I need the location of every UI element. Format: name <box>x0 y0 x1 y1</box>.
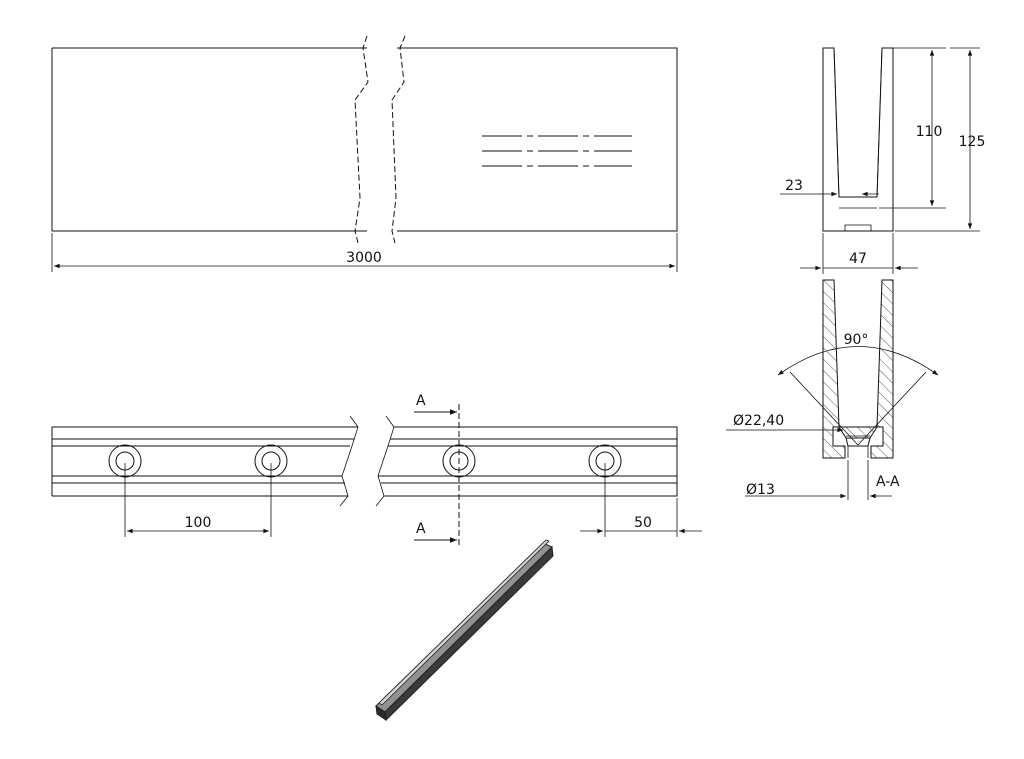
top-view-right-outline <box>384 426 678 497</box>
angle-arc <box>777 346 939 376</box>
dimension-height-inner-label: 110 <box>916 124 943 140</box>
section-marker-bottom: A <box>416 521 426 537</box>
angle-leg-left <box>789 371 859 446</box>
side-view-inner-edge <box>833 47 840 198</box>
diameter-symbol: Ø <box>733 413 744 429</box>
counterbore-value: 22,40 <box>744 413 784 429</box>
break-line-right <box>375 415 395 507</box>
dimension-length-label: 3000 <box>346 250 382 266</box>
dimension-height-total-label: 125 <box>959 134 986 150</box>
dimension-pitch-label: 100 <box>185 515 212 531</box>
break-line-left <box>339 415 359 507</box>
dimension-hole-label: Ø13 <box>746 482 775 498</box>
isometric-view <box>375 539 554 722</box>
break-line-right <box>391 35 406 244</box>
side-view-outline <box>822 47 894 232</box>
front-view-left-outline <box>51 48 367 232</box>
section-view: 90° Ø22,40 Ø13 A-A <box>726 279 939 500</box>
top-view: A A 100 50 <box>51 393 702 548</box>
angle-leg-right <box>857 371 927 446</box>
dimension-slot-label: 23 <box>785 178 803 194</box>
dimension-angle-label: 90° <box>844 332 869 348</box>
front-view: 3000 <box>51 35 678 272</box>
iso-rail-side <box>384 545 554 722</box>
section-label: A-A <box>876 474 900 490</box>
side-view-inner-edge <box>876 47 883 198</box>
front-view-right-outline <box>397 47 678 232</box>
iso-rail-body <box>375 542 553 713</box>
top-view-right-grooves <box>378 438 677 484</box>
dimension-counterbore-label: Ø22,40 <box>733 413 784 429</box>
side-view: 110 125 23 47 <box>780 47 986 274</box>
iso-rail-end <box>375 704 387 722</box>
hole-value: 13 <box>757 482 775 498</box>
iso-rail-lip <box>378 539 550 706</box>
top-view-left-outline <box>51 426 358 497</box>
section-marker-top: A <box>416 393 426 409</box>
diameter-symbol: Ø <box>746 482 757 498</box>
break-line-left <box>354 35 369 244</box>
top-view-left-grooves <box>52 438 354 484</box>
dimension-width-label: 47 <box>849 251 867 267</box>
side-view-base-groove <box>844 224 872 231</box>
dimension-offset-label: 50 <box>634 515 652 531</box>
section-hole <box>847 446 869 458</box>
